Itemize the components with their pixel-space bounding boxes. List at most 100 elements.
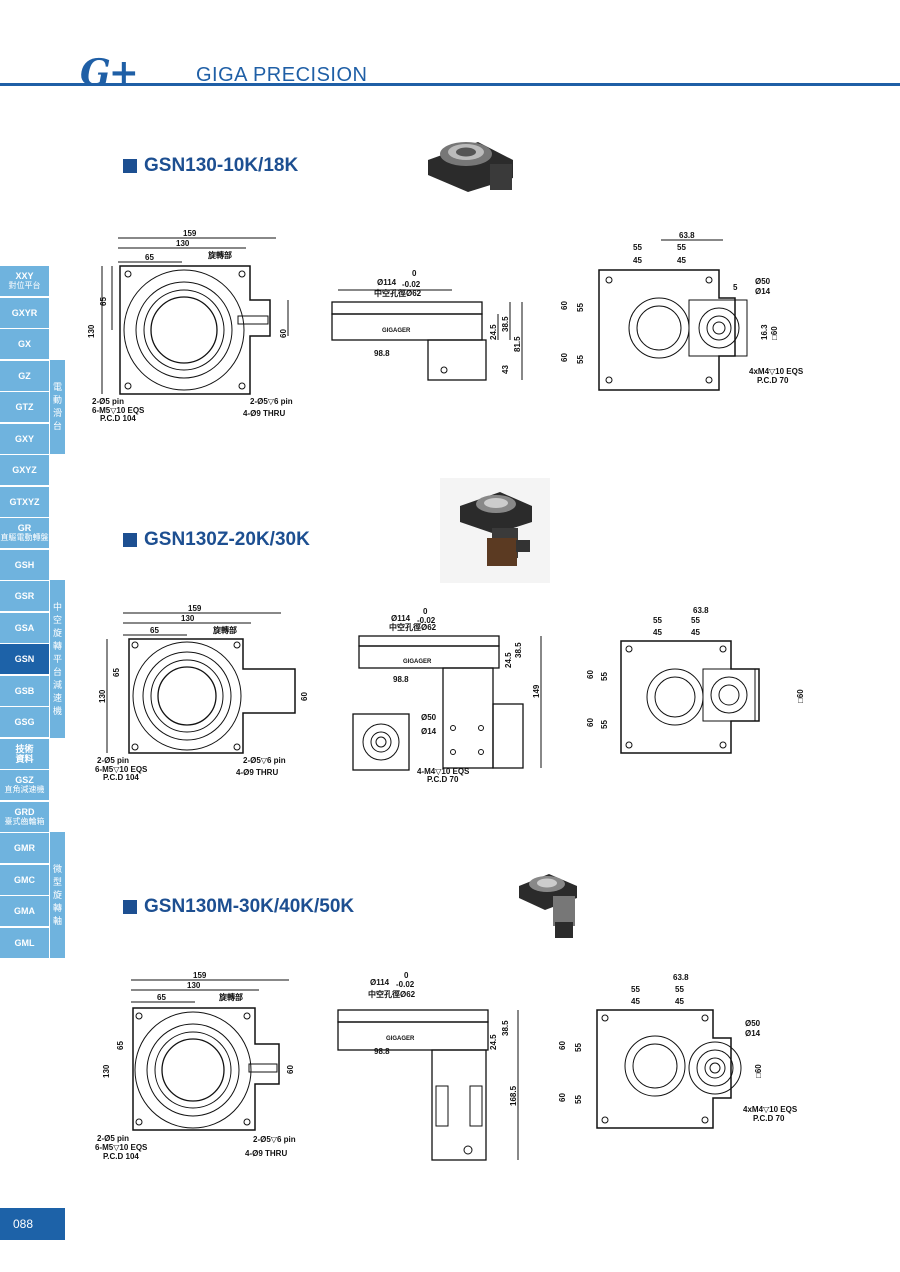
sidebar-item-tech[interactable]: 技術資料 [0,738,49,769]
svg-text:Ø14: Ø14 [745,1029,761,1038]
label-thru: 4-Ø9 THRU [243,409,285,418]
side-view-drawing-3: 0 Ø114 -0.02 中空孔徑Ø62 GIGAGER 98.8 24.5 3… [337,971,519,1161]
svg-text:45: 45 [675,997,684,1006]
svg-text:6-M5▽10 EQS: 6-M5▽10 EQS [95,765,148,774]
svg-text:38.5: 38.5 [501,316,510,332]
sidebar-item-gml[interactable]: GML [0,927,49,958]
sidebar-item-gsh[interactable]: GSH [0,549,49,580]
sidebar-item-gtxyz[interactable]: GTXYZ [0,486,49,517]
svg-text:旋轉部: 旋轉部 [218,992,243,1002]
label-pin6: 2-Ø5▽6 pin [250,397,293,406]
svg-text:65: 65 [150,626,159,635]
sidebar-item-gmr[interactable]: GMR [0,833,49,863]
title-square-icon [123,900,137,914]
dim-159: 159 [183,229,197,238]
svg-text:P.C.D 70: P.C.D 70 [427,775,459,784]
svg-text:4xM4▽10 EQS: 4xM4▽10 EQS [743,1105,798,1114]
svg-text:-0.02: -0.02 [402,280,421,289]
sidebar-item-gx[interactable]: GX [0,329,49,359]
svg-text:P.C.D 104: P.C.D 104 [103,773,139,782]
front-view-drawing-3: 63.8 55 55 45 45 Ø50 Ø14 □60 60 60 55 55… [558,973,798,1129]
sidebar-item-gsr[interactable]: GSR [0,581,49,611]
svg-text:55: 55 [574,1043,583,1052]
title-square-icon [123,159,137,173]
svg-text:65: 65 [112,668,121,677]
label-pin: 2-Ø5 pin [92,397,124,406]
sidebar-item-gsn[interactable]: GSN [0,644,49,674]
svg-text:98.8: 98.8 [374,1047,390,1056]
svg-text:60: 60 [560,301,569,310]
svg-text:43: 43 [501,365,510,374]
svg-text:GIGAGER: GIGAGER [403,659,432,665]
svg-text:旋轉部: 旋轉部 [212,625,237,635]
sidebar-item-gma[interactable]: GMA [0,896,49,926]
svg-text:60: 60 [560,353,569,362]
svg-text:63.8: 63.8 [693,606,709,615]
svg-text:0: 0 [404,971,409,980]
svg-text:45: 45 [691,628,700,637]
svg-text:0: 0 [412,269,417,278]
dim-65: 65 [145,253,154,262]
svg-text:中空孔徑Ø62: 中空孔徑Ø62 [368,989,416,999]
svg-text:45: 45 [677,256,686,265]
svg-text:Ø114: Ø114 [391,614,411,623]
svg-text:-0.02: -0.02 [417,616,436,625]
svg-text:130: 130 [102,1064,111,1078]
front-view-drawing-1: 63.8 55 55 45 45 Ø50 Ø14 5 16.3 □60 60 6… [560,231,803,391]
label-m5: 6-M5▽10 EQS [92,406,145,415]
svg-text:Ø14: Ø14 [421,727,437,736]
sidebar-item-gz[interactable]: GZ [0,360,49,391]
product-photo-3 [519,874,577,938]
sidebar-item-gsb[interactable]: GSB [0,675,49,706]
svg-text:55: 55 [653,616,662,625]
sidebar-item-gsa[interactable]: GSA [0,612,49,643]
sidebar-item-gxyz[interactable]: GXYZ [0,455,49,485]
svg-text:159: 159 [188,604,202,613]
svg-text:55: 55 [633,243,642,252]
svg-text:45: 45 [633,256,642,265]
svg-text:5: 5 [733,283,738,292]
sidebar-item-gxyr[interactable]: GXYR [0,297,49,328]
product-photo-2 [440,478,550,583]
side-view-drawing-2: 0 Ø114 -0.02 中空孔徑Ø62 GIGAGER 98.8 Ø50 Ø1… [352,607,542,784]
svg-text:55: 55 [576,303,585,312]
svg-text:45: 45 [631,997,640,1006]
svg-text:60: 60 [586,670,595,679]
svg-text:2-Ø5 pin: 2-Ø5 pin [97,1134,129,1143]
sidebar-item-gsg[interactable]: GSG [0,707,49,737]
sidebar-item-gtz[interactable]: GTZ [0,392,49,422]
label-gigager: GIGAGER [382,328,411,334]
svg-text:-0.02: -0.02 [396,980,415,989]
svg-text:0: 0 [423,607,428,616]
sidebar-item-gmc[interactable]: GMC [0,864,49,895]
product-photo-1 [428,142,513,192]
svg-text:Ø114: Ø114 [370,978,390,987]
svg-text:55: 55 [675,985,684,994]
front-view-drawing-2: 63.8 55 55 45 45 □60 60 60 55 55 [586,606,805,754]
label-m4: 4xM4▽10 EQS [749,367,803,376]
svg-text:□60: □60 [796,689,805,703]
sidebar-item-gxy[interactable]: GXY [0,423,49,454]
svg-text:中空孔徑Ø62: 中空孔徑Ø62 [389,622,437,632]
svg-text:63.8: 63.8 [673,973,689,982]
sidebar-group-electric: 電動滑台 [50,360,65,454]
svg-text:55: 55 [677,243,686,252]
svg-text:55: 55 [691,616,700,625]
svg-text:55: 55 [574,1095,583,1104]
svg-text:159: 159 [193,971,207,980]
svg-text:130: 130 [98,689,107,703]
svg-text:□60: □60 [770,326,779,340]
dim-v65: 65 [99,297,108,306]
svg-text:55: 55 [600,672,609,681]
svg-text:55: 55 [600,720,609,729]
section-title-2: GSN130Z-20K/30K [123,529,310,551]
title-square-icon [123,533,137,547]
svg-text:65: 65 [157,993,166,1002]
svg-text:81.5: 81.5 [513,336,522,352]
svg-text:2-Ø5▽6 pin: 2-Ø5▽6 pin [243,756,286,765]
svg-text:4-Ø9 THRU: 4-Ø9 THRU [236,768,278,777]
